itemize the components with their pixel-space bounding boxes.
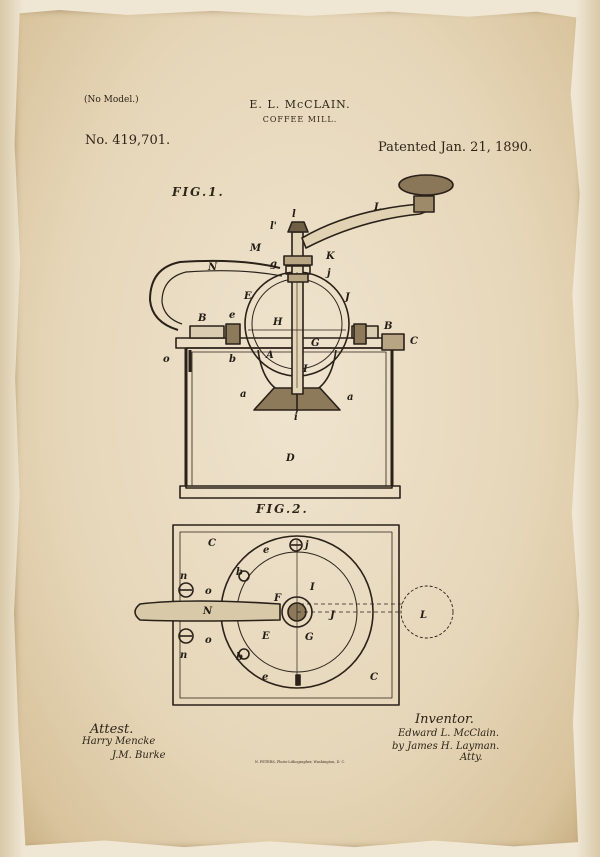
attest-signature-1: Harry Mencke [82,736,156,747]
fig2-letter-n-top: n [180,571,187,582]
fig1-letter-M: M [249,243,262,254]
fig2-label: FIG.2. [256,502,309,516]
fig1-letter-J: J [343,292,351,303]
attest-label: Attest. [90,722,134,737]
top-plate [175,337,403,349]
inventor-signature: Edward L. McClain. [398,728,500,739]
fig1-letter-o: o [163,354,170,365]
inventor-name: E. L. McCLAIN. [249,98,351,111]
patent-number: No. 419,701. [85,133,171,148]
fig2-letter-C-bottom: C [370,672,378,683]
fig2-letter-j: j [303,540,309,551]
fig2-letter-b-bottom: b [236,652,243,663]
fig2-letter-G: G [305,632,314,643]
fig2-letter-b-top: b [236,567,243,578]
fig2-letter-E: E [261,631,270,642]
fig1-letter-a-right: a [347,392,353,403]
fig1-letters: l' l L M K N g j E e J B B C H G o b A I… [163,202,418,464]
patent-date: Patented Jan. 21, 1890. [378,140,533,155]
no-model-note: (No Model.) [84,95,139,105]
fig2-letter-e-top: e [263,545,269,556]
fig1-letter-H: H [272,317,283,328]
fig1-letter-D: D [285,453,295,464]
fig1-letter-I: I [302,364,308,375]
fig2-letter-N: N [202,606,213,617]
attorney-signature: by James H. Layman. [392,741,500,752]
patent-title: COFFEE MILL. [262,115,338,124]
fig2-letter-n-bottom: n [180,650,187,661]
inventor-label: Inventor. [415,712,474,727]
fig1-letter-g: g [270,259,277,270]
fig2-letter-o-top: o [205,586,212,597]
fig1-label: FIG.1. [172,185,225,199]
fig1-letter-l: l [292,209,296,220]
attest-signature-2: J.M. Burke [112,750,166,761]
fig2-letter-C-top: C [208,538,216,549]
fig1-letter-A: A [265,350,274,361]
fig1-letter-L: L [373,202,381,213]
fig2-letter-e-bottom: e [262,672,268,683]
fig1-letter-i: i [294,412,298,423]
fig1-letter-K: K [325,251,336,262]
fig2-letter-F: F [273,593,282,604]
attorney-abbrev: Atty. [460,752,483,763]
fig1-letter-B-right: B [383,321,392,332]
fig1-letter-a-left: a [240,389,246,400]
fig1-letter-B-left: B [197,313,206,324]
fig2-letters: C e j n o b N I F J L n o E G b e C [180,538,427,683]
lithographer-credit: N. PETERS, Photo-Lithographer, Washingto… [254,760,346,764]
fig1-drawing [149,174,454,499]
fig1-letter-j: j [325,268,331,279]
fig1-letter-E: E [243,291,252,302]
fig1-letter-l-prime: l' [270,221,277,232]
fig1-letter-N: N [207,262,218,273]
fig1-letter-G: G [311,338,320,349]
aged-paper [14,10,580,848]
box-base [179,485,401,499]
fig1-letter-b: b [229,354,236,365]
fig1-letter-C: C [410,336,418,347]
fig2-drawing [134,524,454,706]
fig2-letter-L: L [419,610,427,621]
fig2-letter-o-bottom: o [205,635,212,646]
fig2-letter-J: J [328,610,336,621]
fig1-letter-e: e [229,310,235,321]
box-body [185,347,393,489]
fig2-letter-I: I [309,582,315,593]
